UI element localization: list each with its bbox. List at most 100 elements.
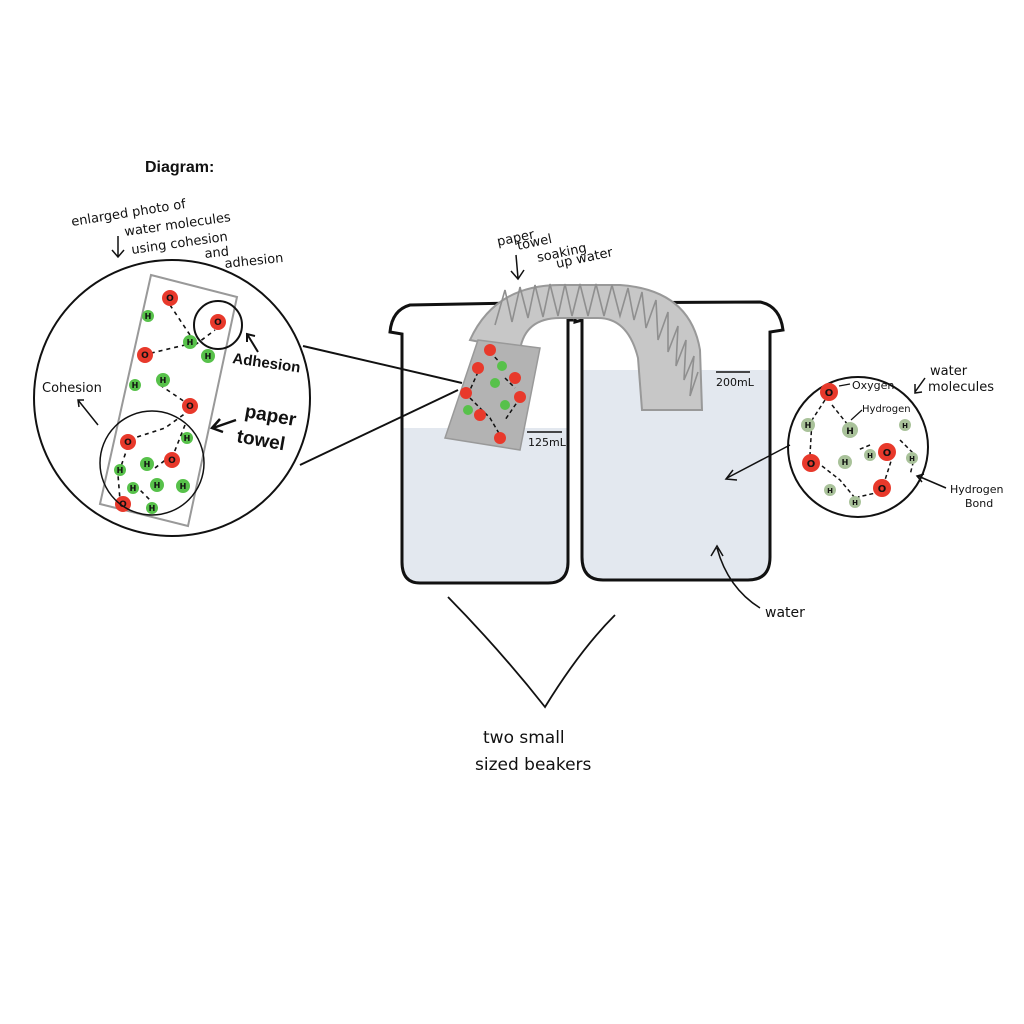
hydrogen-atom bbox=[842, 422, 858, 438]
atom-letter-h: H bbox=[184, 434, 191, 443]
atom-letter-o: O bbox=[119, 500, 127, 510]
beaker-left bbox=[388, 300, 574, 585]
oxygen-atom bbox=[472, 362, 484, 374]
hydrogen-bonds-left bbox=[117, 304, 216, 501]
towel-soaking-line-2: towel bbox=[516, 232, 554, 254]
paper-towel-bridge bbox=[444, 283, 704, 451]
atom-letter-h: H bbox=[827, 487, 833, 495]
oxygen-atom bbox=[474, 409, 486, 421]
atom-letter-h: H bbox=[160, 376, 167, 385]
paper-towel-strip bbox=[98, 273, 239, 528]
zoom-circle-right bbox=[787, 376, 929, 518]
oxygen-atom bbox=[509, 372, 521, 384]
paper-towel-zigzag bbox=[494, 283, 699, 397]
hydrogen-atom bbox=[114, 464, 126, 476]
hydrogen-atom bbox=[864, 449, 876, 461]
towel-hydrogen-atoms bbox=[463, 361, 510, 415]
atom-letter-o: O bbox=[214, 318, 222, 328]
hydrogen-atom bbox=[201, 349, 215, 363]
hydrogen-bond-label-line-2: Bond bbox=[965, 497, 993, 510]
water-molecules-label-line-1: water bbox=[930, 364, 968, 379]
oxygen-atom bbox=[878, 443, 896, 461]
hydrogen-atom bbox=[497, 361, 507, 371]
water-molecules-arrow-icon bbox=[914, 377, 926, 394]
atom-letter-o: O bbox=[141, 351, 149, 361]
oxygen-atom bbox=[162, 290, 178, 306]
hydrogen-atom bbox=[156, 373, 170, 387]
oxygen-atom bbox=[873, 479, 891, 497]
atom-letter-h: H bbox=[145, 312, 152, 321]
oxygen-atom bbox=[137, 347, 153, 363]
atom-letter-h: H bbox=[117, 466, 124, 475]
atom-letter-h: H bbox=[180, 482, 187, 491]
atom-letters-left: O O O O O O O H H H H H H H H H H H H bbox=[117, 294, 223, 513]
water-label: water bbox=[765, 605, 805, 621]
hydrogen-atom bbox=[801, 418, 815, 432]
beakers-label-line-2: sized beakers bbox=[475, 755, 592, 775]
water-arrow-icon bbox=[710, 544, 761, 609]
volume-label-left: 125mL bbox=[528, 436, 567, 449]
oxygen-atom bbox=[164, 452, 180, 468]
water-right bbox=[582, 370, 770, 580]
hydrogen-atom bbox=[127, 482, 139, 494]
atom-letter-h: H bbox=[805, 421, 812, 430]
hydrogen-atom bbox=[824, 484, 836, 496]
hydrogen-atom bbox=[838, 455, 852, 469]
atom-letter-o: O bbox=[166, 294, 174, 304]
atom-letter-o: O bbox=[186, 402, 194, 412]
hydrogen-pointer bbox=[850, 409, 863, 421]
oxygen-atoms-right bbox=[802, 383, 896, 497]
towel-soaking-arrow-icon bbox=[510, 254, 525, 281]
atom-letter-o: O bbox=[807, 459, 816, 470]
oxygen-atom bbox=[182, 398, 198, 414]
atom-letter-h: H bbox=[846, 427, 854, 437]
hydrogen-bond-arrow-icon bbox=[915, 473, 947, 489]
enlarged-note-line-5: adhesion bbox=[224, 251, 284, 272]
zoom-connector-bottom bbox=[299, 389, 459, 466]
beakers-label-line-1: two small bbox=[483, 728, 565, 748]
atom-letter-o: O bbox=[168, 456, 176, 466]
hydrogen-atom bbox=[150, 478, 164, 492]
hydrogen-atoms-right bbox=[801, 418, 918, 508]
cohesion-arrow-icon bbox=[77, 399, 99, 426]
adhesion-arrow-icon bbox=[246, 332, 259, 353]
atom-letter-h: H bbox=[187, 338, 194, 347]
oxygen-atom bbox=[460, 387, 472, 399]
zoom-connector-top bbox=[302, 345, 463, 384]
water-molecules-zoom: O O O O H H H H H H H H Oxygen Hydrogen bbox=[787, 376, 929, 518]
diagram-title: Diagram: bbox=[145, 159, 214, 176]
oxygen-pointer bbox=[838, 383, 851, 387]
paper-towel-soaked bbox=[444, 339, 541, 451]
atom-letter-h: H bbox=[149, 504, 156, 513]
hydrogen-atom bbox=[490, 378, 500, 388]
adhesion-highlight-circle bbox=[193, 300, 243, 350]
atom-letter-h: H bbox=[154, 481, 161, 490]
atom-letter-h: H bbox=[130, 484, 137, 493]
enlarged-note-line-4: and bbox=[204, 245, 230, 262]
towel-oxygen-atoms bbox=[460, 344, 526, 444]
oxygen-atom bbox=[484, 344, 496, 356]
hydrogen-atom bbox=[142, 310, 154, 322]
oxygen-atom bbox=[120, 434, 136, 450]
cohesion-highlight-circle bbox=[99, 410, 205, 516]
atom-letter-o: O bbox=[878, 484, 887, 495]
hydrogen-atom bbox=[849, 496, 861, 508]
water-left bbox=[402, 428, 568, 583]
cohesion-label: Cohesion bbox=[42, 381, 102, 396]
towel-soaking-label: paper towel soaking up water bbox=[496, 227, 615, 272]
beakers: 125mL 200mL bbox=[388, 300, 785, 585]
hydrogen-atom bbox=[129, 379, 141, 391]
oxygen-atom bbox=[820, 383, 838, 401]
hydrogen-atom bbox=[906, 452, 918, 464]
hydrogen-atom bbox=[899, 419, 911, 431]
hydrogen-atoms-left bbox=[114, 310, 215, 514]
atom-letter-h: H bbox=[902, 422, 908, 430]
oxygen-atom bbox=[514, 391, 526, 403]
water-molecules-label-line-2: molecules bbox=[928, 380, 994, 395]
hydrogen-bond-label-line-1: Hydrogen bbox=[950, 483, 1004, 496]
paper-towel-arrow-icon bbox=[209, 418, 237, 434]
atom-letter-h: H bbox=[205, 352, 212, 361]
atom-letter-h: H bbox=[842, 458, 849, 467]
hydrogen-atom bbox=[176, 479, 190, 493]
